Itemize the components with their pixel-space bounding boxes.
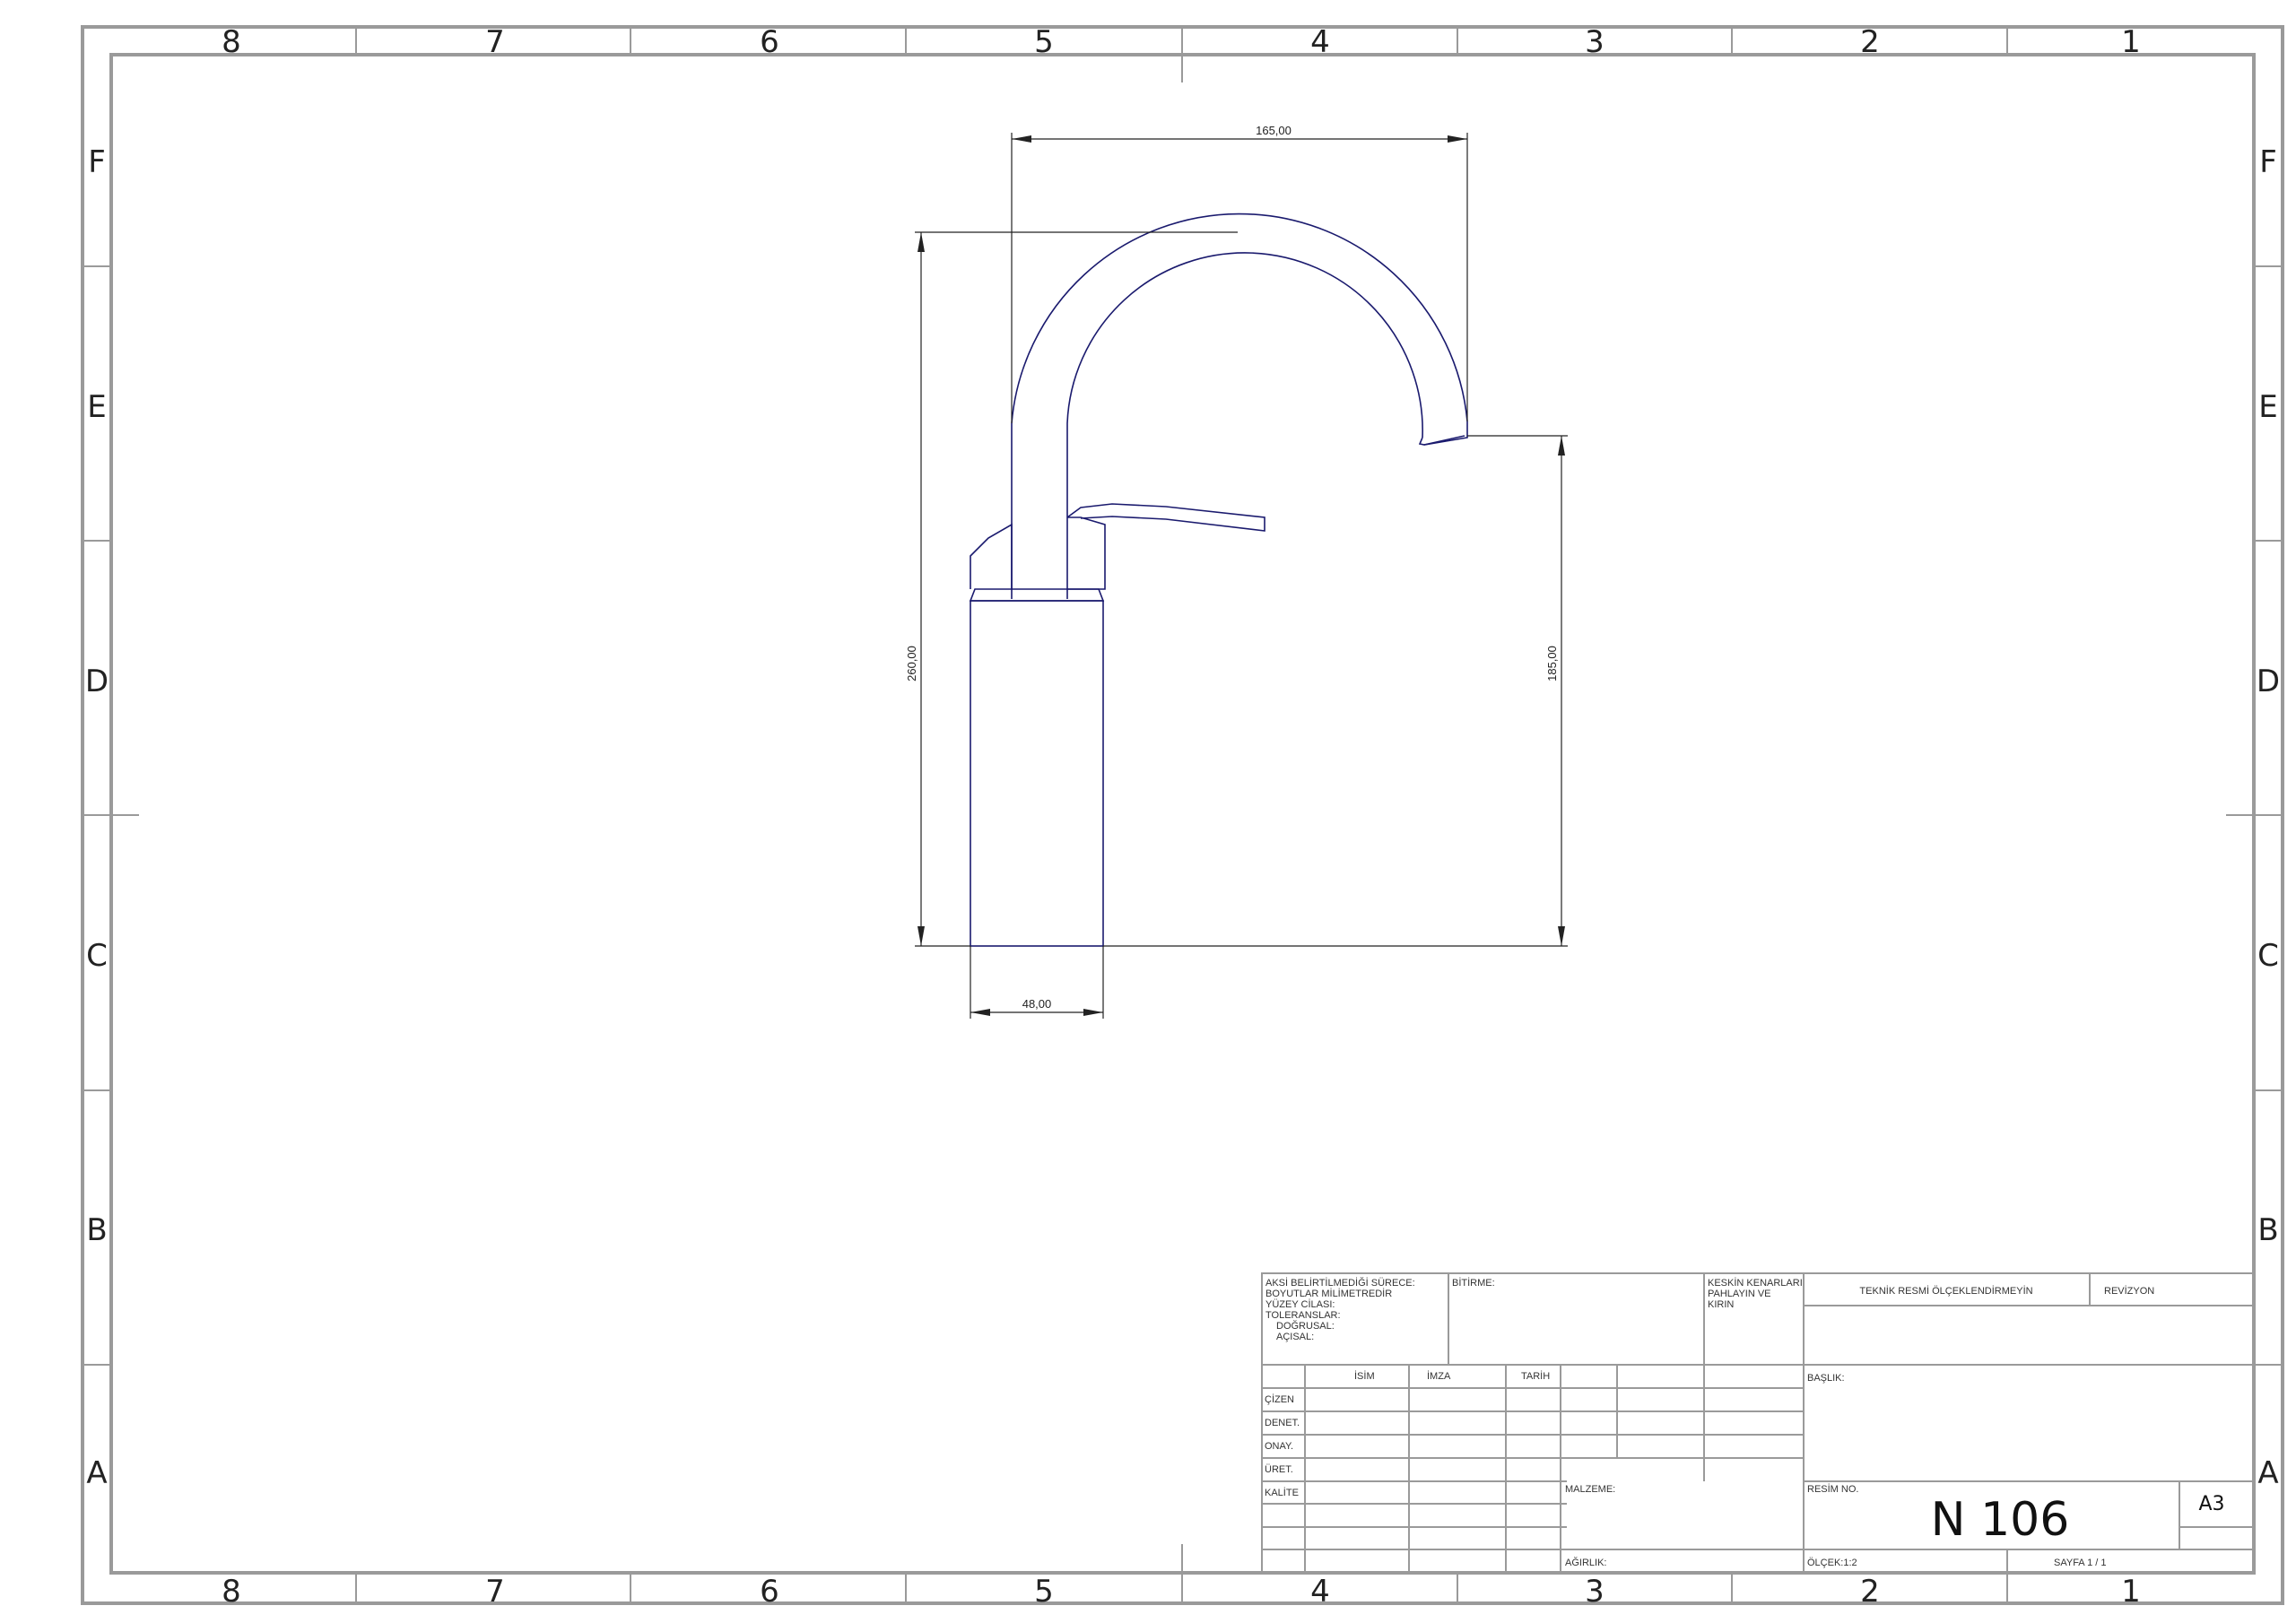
zone-col-8: 8 xyxy=(222,24,241,60)
zone-col-5: 5 xyxy=(1034,24,1054,60)
zone-row-D: D xyxy=(85,664,109,699)
tb-revision: REVİZYON xyxy=(2104,1285,2154,1297)
zone-ticks xyxy=(83,27,2283,1603)
aerator xyxy=(1423,435,1465,446)
tb-row-approved: ONAY. xyxy=(1265,1441,1293,1452)
spout-tip xyxy=(1418,421,1468,446)
dim-48: 48,00 xyxy=(1022,997,1052,1011)
zone-row-E: E xyxy=(87,389,106,425)
zone-col-6: 6 xyxy=(760,24,779,60)
faucet-collar xyxy=(969,588,1105,602)
tb-row-mfg: ÜRET. xyxy=(1265,1464,1293,1475)
zone-col-3: 3 xyxy=(1585,24,1605,60)
zone-row-C: C xyxy=(86,938,108,974)
inner-frame xyxy=(109,53,2256,1575)
zone-labels-right: F E D C B A xyxy=(2257,144,2280,1491)
tb-col-sign: İMZA xyxy=(1427,1370,1451,1382)
zone-row-E-right: E xyxy=(2258,389,2277,425)
zone-labels-bottom: 8 7 6 5 4 3 2 1 xyxy=(222,1574,2141,1610)
tb-scale: ÖLÇEK:1:2 xyxy=(1807,1558,1857,1568)
dimensions xyxy=(915,133,1568,1019)
tb-row-quality: KALİTE xyxy=(1265,1487,1299,1498)
zone-col-7-bottom: 7 xyxy=(485,1574,505,1610)
faucet-body xyxy=(970,600,1104,947)
spout-inner-arc xyxy=(1066,252,1423,438)
tb-note-3: YÜZEY CİLASI: xyxy=(1265,1298,1335,1310)
tb-row-checked: DENET. xyxy=(1265,1418,1300,1428)
zone-row-B-right: B xyxy=(2257,1212,2278,1248)
zone-col-2: 2 xyxy=(1860,24,1880,60)
dimension-arrows xyxy=(918,135,1565,1016)
tb-edges-2: PAHLAYIN VE xyxy=(1708,1289,1771,1299)
tb-note-2: BOYUTLAR MİLİMETREDİR xyxy=(1265,1288,1392,1299)
zone-row-A-right: A xyxy=(2257,1455,2278,1491)
title-block xyxy=(1261,1272,2255,1574)
dim-165: 165,00 xyxy=(1256,124,1292,137)
tb-edges-3: KIRIN xyxy=(1708,1299,1734,1310)
tb-weight-label: AĞIRLIK: xyxy=(1565,1557,1606,1568)
tb-finish-label: BİTİRME: xyxy=(1452,1277,1495,1289)
tb-no-scale: TEKNİK RESMİ ÖLÇEKLENDİRMEYİN xyxy=(1859,1285,2032,1297)
faucet-handle-base xyxy=(970,523,1013,589)
zone-col-6-bottom: 6 xyxy=(760,1574,779,1610)
zone-col-5-bottom: 5 xyxy=(1034,1574,1054,1610)
title-block-notes: AKSİ BELİRTİLMEDİĞİ SÜRECE: BOYUTLAR MİL… xyxy=(1265,1277,1415,1342)
dim-260: 260,00 xyxy=(905,646,918,681)
zone-row-B: B xyxy=(86,1212,107,1248)
zone-col-8-bottom: 8 xyxy=(222,1574,241,1610)
zone-col-3-bottom: 3 xyxy=(1585,1574,1605,1610)
faucet-handle-block xyxy=(1067,516,1106,590)
faucet-lever xyxy=(1066,503,1265,532)
tb-sheet: SAYFA 1 / 1 xyxy=(2054,1558,2107,1568)
tb-note-4: TOLERANSLAR: xyxy=(1265,1310,1341,1321)
spout-outer-arc xyxy=(1011,213,1468,424)
zone-row-F-right: F xyxy=(2259,144,2277,180)
zone-labels-left: F E D C B A xyxy=(85,144,109,1491)
zone-row-D-right: D xyxy=(2257,664,2280,699)
tb-col-date: TARİH xyxy=(1521,1370,1550,1382)
tb-note-5: DOĞRUSAL: xyxy=(1276,1320,1335,1332)
zone-col-1: 1 xyxy=(2121,24,2141,60)
tb-edges-1: KESKİN KENARLARI xyxy=(1708,1277,1803,1289)
tb-col-name: İSİM xyxy=(1354,1370,1375,1382)
tb-title-label: BAŞLIK: xyxy=(1807,1373,1845,1384)
tb-drawing-no-label: RESİM NO. xyxy=(1807,1483,1858,1495)
tb-note-6: AÇISAL: xyxy=(1276,1332,1314,1342)
zone-col-2-bottom: 2 xyxy=(1860,1574,1880,1610)
tb-material-label: MALZEME: xyxy=(1565,1484,1615,1495)
tb-paper-size: A3 xyxy=(2198,1493,2224,1515)
faucet-part xyxy=(969,213,1468,947)
zone-col-4-bottom: 4 xyxy=(1310,1574,1330,1610)
tb-row-drawn: ÇİZEN xyxy=(1265,1393,1294,1405)
zone-col-4: 4 xyxy=(1310,24,1330,60)
zone-row-F: F xyxy=(88,144,106,180)
zone-row-C-right: C xyxy=(2257,938,2279,974)
zone-col-7: 7 xyxy=(485,24,505,60)
dim-185: 185,00 xyxy=(1545,646,1559,681)
zone-col-1-bottom: 1 xyxy=(2121,1574,2141,1610)
tb-note-1: AKSİ BELİRTİLMEDİĞİ SÜRECE: xyxy=(1265,1277,1415,1289)
tb-drawing-no: N 106 xyxy=(1931,1493,2070,1547)
zone-row-A: A xyxy=(86,1455,107,1491)
zone-labels-top: 8 7 6 5 4 3 2 1 xyxy=(222,24,2141,60)
